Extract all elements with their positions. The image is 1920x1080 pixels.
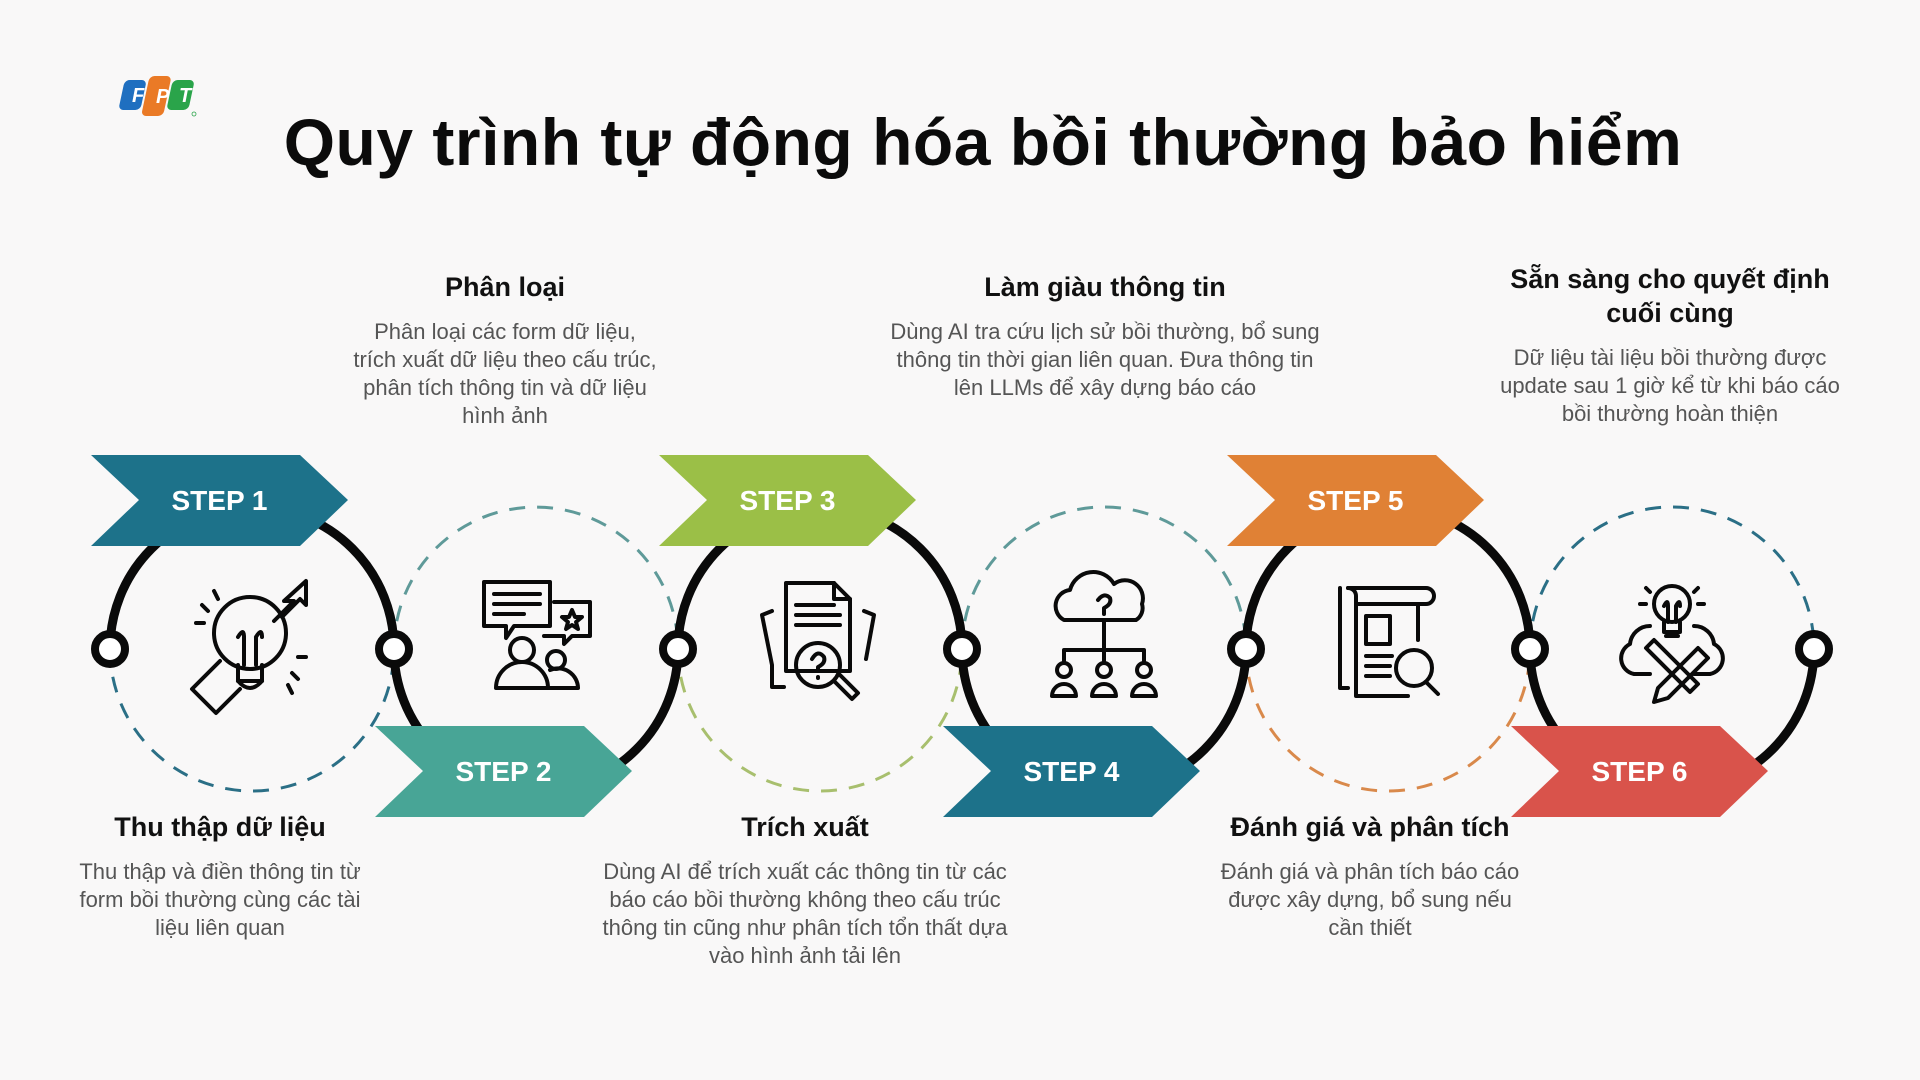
step-1-description: Thu thập và điền thông tin từ form bồi t…	[79, 859, 361, 940]
node-4	[1227, 630, 1265, 668]
step-4-text: Làm giàu thông tin Dùng AI tra cứu lịch …	[880, 270, 1330, 402]
node-3	[943, 630, 981, 668]
step-5-description: Đánh giá và phân tích báo cáo được xây d…	[1220, 859, 1520, 940]
step-1-heading: Thu thập dữ liệu	[114, 812, 326, 842]
dashed-arc-2	[392, 505, 680, 650]
step-2-text: Phân loại Phân loại các form dữ liệu, tr…	[350, 270, 660, 430]
document-search-icon	[760, 581, 876, 701]
dashed-arc-6	[1528, 505, 1816, 650]
step-6-label: STEP 6	[1591, 756, 1688, 787]
step-4-label: STEP 4	[1023, 756, 1120, 787]
step-2-heading: Phân loại	[444, 272, 566, 302]
node-5	[1511, 630, 1549, 668]
node-0	[91, 630, 129, 668]
step-5-heading: Đánh giá và phân tích	[1230, 812, 1510, 842]
step-4-heading: Làm giàu thông tin	[984, 272, 1226, 302]
step-2-description: Phân loại các form dữ liệu, trích xuất d…	[353, 319, 657, 428]
step-2-label: STEP 2	[455, 756, 552, 787]
svg-text:F: F	[132, 85, 145, 107]
step-6-text: Sẵn sàng cho quyết định cuối cùng Dữ liệ…	[1490, 262, 1850, 428]
lightbulb-growth-icon	[190, 579, 308, 715]
step-6-chevron	[1511, 726, 1768, 817]
step-3-heading: Trích xuất	[741, 812, 869, 842]
dashed-arc-3	[676, 648, 964, 793]
report-search-icon	[1338, 586, 1440, 698]
step-1-text: Thu thập dữ liệu Thu thập và điền thông …	[60, 810, 380, 942]
step-3-chevron	[659, 455, 916, 546]
fpt-logo: F P T	[119, 76, 197, 117]
step-5-chevron	[1227, 455, 1484, 546]
svg-text:P: P	[156, 86, 170, 108]
chat-users-icon	[482, 580, 592, 690]
dashed-arc-4	[960, 505, 1248, 650]
step-1-chevron	[91, 455, 348, 546]
step-1-label: STEP 1	[171, 485, 268, 516]
step-2-chevron	[375, 726, 632, 817]
step-3-label: STEP 3	[739, 485, 836, 516]
dashed-arc-1	[108, 648, 396, 793]
svg-text:T: T	[179, 85, 193, 107]
step-6-description: Dữ liệu tài liệu bồi thường được update …	[1500, 345, 1840, 426]
step-4-chevron	[943, 726, 1200, 817]
step-5-label: STEP 5	[1307, 485, 1404, 516]
step-3-description: Dùng AI để trích xuất các thông tin từ c…	[602, 859, 1008, 968]
step-5-text: Đánh giá và phân tích Đánh giá và phân t…	[1210, 810, 1530, 942]
page-title: Quy trình tự động hóa bồi thường bảo hiể…	[283, 105, 1683, 179]
step-4-description: Dùng AI tra cứu lịch sử bồi thường, bổ s…	[890, 319, 1320, 400]
step-6-heading: Sẵn sàng cho quyết định cuối cùng	[1510, 264, 1830, 328]
node-6	[1795, 630, 1833, 668]
dashed-arc-5	[1244, 648, 1532, 793]
node-2	[659, 630, 697, 668]
cloud-idea-tools-icon	[1619, 584, 1725, 704]
step-3-text: Trích xuất Dùng AI để trích xuất các thô…	[600, 810, 1010, 970]
node-1	[375, 630, 413, 668]
cloud-network-icon	[1050, 570, 1158, 698]
